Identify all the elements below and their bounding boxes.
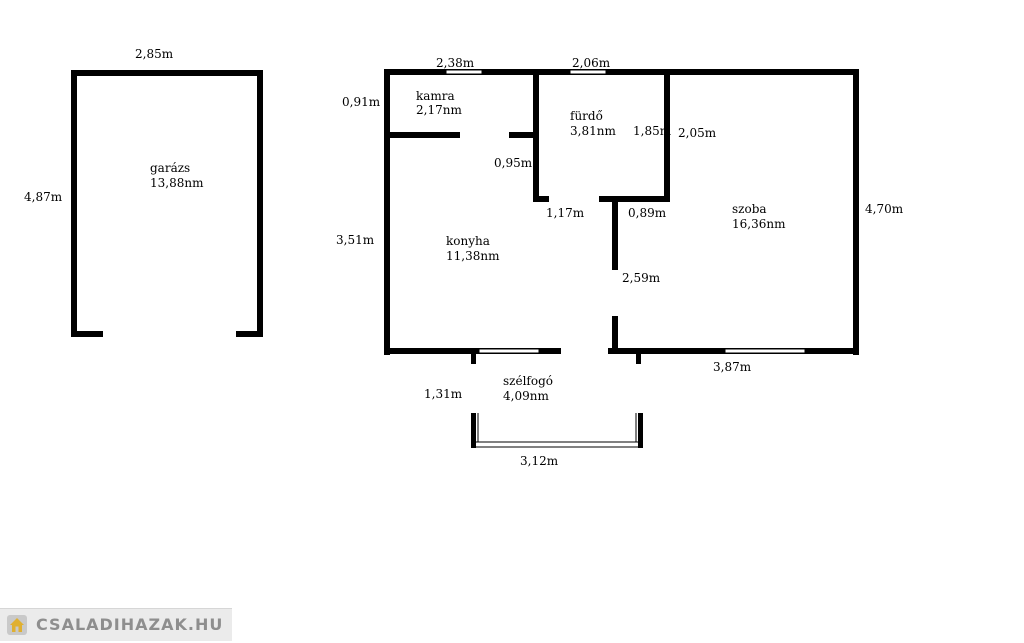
dim-furdo-right: 1,85m (633, 124, 672, 138)
watermark: CSALADIHAZAK.HU (0, 608, 232, 641)
garage (71, 70, 263, 337)
porch-right-post (638, 413, 643, 448)
szoba-left-wall-lower (612, 316, 618, 354)
dim-kamra-left: 0,91m (342, 95, 381, 109)
garage-top-wall (71, 70, 263, 76)
room-furdo-name: fürdő (570, 109, 603, 123)
window-furdo (569, 69, 607, 75)
dim-kamra-top: 2,38m (436, 56, 475, 70)
furdo-left-foot (533, 196, 549, 202)
furdo-bottom-wall (599, 196, 670, 202)
watermark-text: CSALADIHAZAK.HU (36, 615, 224, 634)
dim-furdo-top: 2,06m (572, 56, 611, 70)
garage-right-wall (257, 70, 263, 337)
garage-bottom-right-stub (236, 331, 263, 337)
dim-szoba-bottom: 3,87m (713, 360, 752, 374)
room-szoba-area: 16,36nm (732, 217, 786, 231)
kamra-bottom-stub (509, 132, 537, 138)
garage-left-wall (71, 70, 77, 337)
garage-depth-label: 4,87m (24, 190, 63, 204)
garage-width-label: 2,85m (135, 47, 174, 61)
bottom-stub-right (636, 348, 641, 364)
furdo-left-wall (533, 69, 539, 202)
room-szelfogo-area: 4,09nm (503, 389, 549, 403)
window-szoba (724, 348, 806, 354)
house-logo-icon (7, 615, 27, 635)
bottom-stub-left (471, 348, 476, 364)
house-right-wall (853, 69, 859, 355)
garage-room-area: 13,88nm (150, 176, 204, 190)
window-konyha (478, 348, 540, 354)
entrance-porch (471, 413, 643, 448)
garage-room-name: garázs (150, 161, 190, 175)
dim-konyha-left: 3,51m (336, 233, 375, 247)
dim-furdo-outer: 2,05m (678, 126, 717, 140)
dim-szoba-right: 4,70m (865, 202, 904, 216)
garage-bottom-left-stub (71, 331, 103, 337)
dim-entry-bottom: 3,12m (520, 454, 559, 468)
porch-left-post (471, 413, 476, 448)
room-kamra-area: 2,17nm (416, 103, 462, 117)
house-walls (384, 69, 859, 364)
room-konyha-name: konyha (446, 234, 490, 248)
szoba-left-wall-upper (612, 196, 618, 270)
room-konyha-area: 11,38nm (446, 249, 500, 263)
room-szoba-name: szoba (732, 202, 767, 216)
dim-door-095: 0,95m (494, 156, 533, 170)
dim-entry-left: 1,31m (424, 387, 463, 401)
dim-wall-089: 0,89m (628, 206, 667, 220)
furdo-right-wall (664, 69, 670, 202)
dim-door-117: 1,17m (546, 206, 585, 220)
house-top-wall (384, 69, 859, 75)
room-furdo-area: 3,81nm (570, 124, 616, 138)
house-left-wall (384, 69, 390, 355)
room-szelfogo-name: szélfogó (503, 374, 553, 388)
kamra-bottom-wall (384, 132, 460, 138)
window-kamra (445, 69, 483, 75)
room-kamra-name: kamra (416, 89, 455, 103)
dim-wall-259: 2,59m (622, 271, 661, 285)
